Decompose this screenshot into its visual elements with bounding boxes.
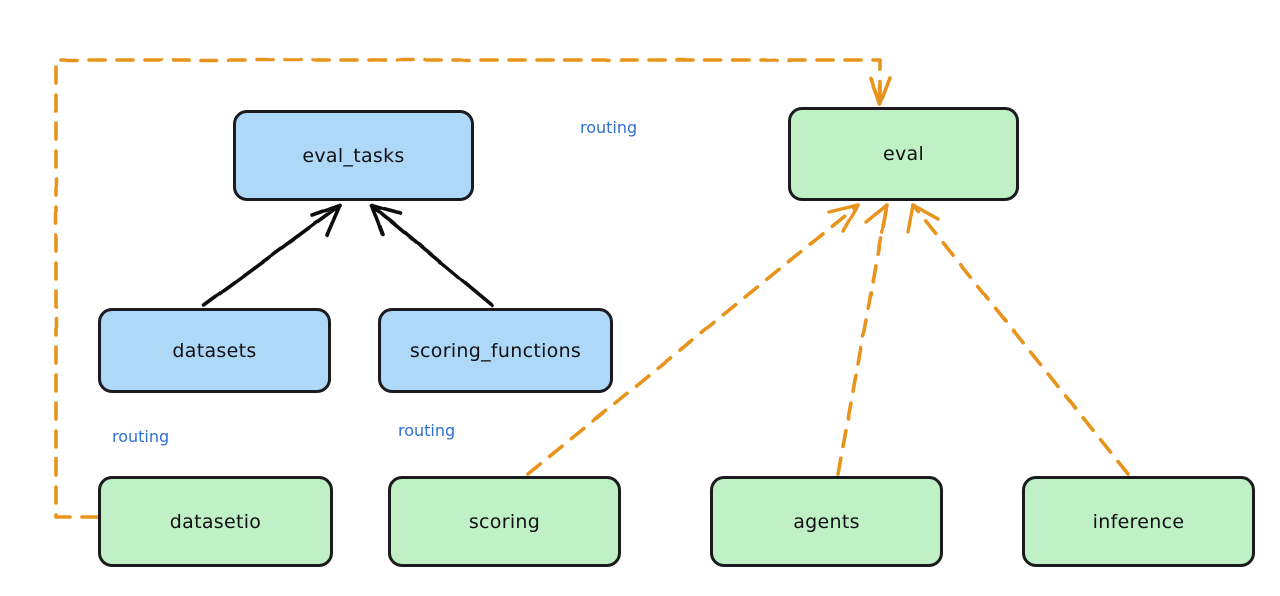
node-inference[interactable]: inference [1022,476,1255,567]
edge-label-routing-eval: routing [580,118,638,137]
node-label: scoring [468,510,541,533]
node-label: datasetio [169,510,262,533]
node-eval-tasks[interactable]: eval_tasks [233,110,474,201]
edge-agents-to-eval [836,203,889,476]
edge-datasetio-to-eval [54,58,892,519]
node-label: datasets [172,339,257,362]
node-scoring[interactable]: scoring [388,476,621,567]
node-agents[interactable]: agents [710,476,943,567]
edge-scoring_functions-to-eval_tasks [370,203,494,307]
edge-label-routing-datasetio: routing [112,427,170,446]
node-datasets[interactable]: datasets [98,308,331,393]
node-label: scoring_functions [409,339,582,362]
node-label: agents [793,510,860,533]
node-label: inference [1092,510,1185,533]
node-datasetio[interactable]: datasetio [98,476,333,567]
edge-label-routing-scoring: routing [398,421,456,440]
node-eval[interactable]: eval [788,107,1019,201]
edge-scoring-to-eval [526,203,860,476]
node-scoring-functions[interactable]: scoring_functions [378,308,613,393]
node-label: eval_tasks [302,144,405,167]
node-label: eval [882,143,925,165]
edge-inference-to-eval [906,203,1130,476]
edge-datasets-to-eval_tasks [202,203,342,307]
